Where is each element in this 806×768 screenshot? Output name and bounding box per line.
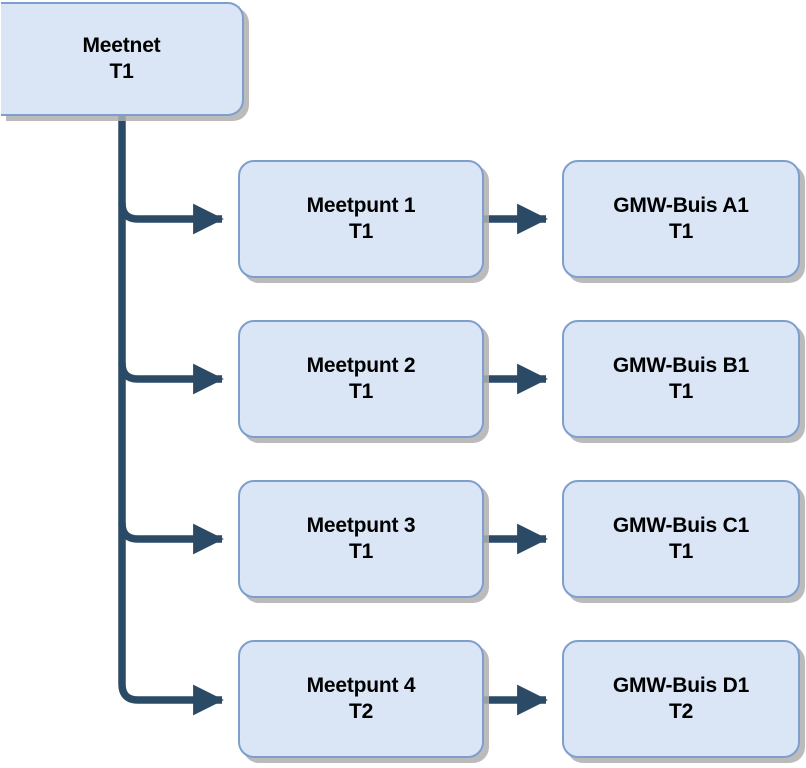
node-meetpunt-2-code: T1 — [348, 380, 374, 403]
node-meetnet[interactable]: Meetnet T1 — [1, 2, 244, 116]
node-meetpunt-1-title: Meetpunt 1 — [306, 194, 416, 218]
node-gmw-buis-a1[interactable]: GMW-Buis A1 T1 — [562, 160, 800, 278]
node-gmw-buis-a1-title: GMW-Buis A1 — [613, 194, 749, 218]
node-meetpunt-4-code: T2 — [348, 700, 374, 723]
node-meetpunt-2[interactable]: Meetpunt 2 T1 — [238, 320, 484, 438]
node-meetnet-code: T1 — [109, 60, 134, 83]
node-gmw-buis-b1-code: T1 — [668, 380, 694, 403]
branch-arrow-meetpunt-2 — [118, 362, 224, 395]
node-gmw-buis-b1-title: GMW-Buis B1 — [612, 354, 750, 378]
node-meetpunt-3[interactable]: Meetpunt 3 T1 — [238, 480, 484, 598]
node-gmw-buis-d1-code: T2 — [668, 700, 694, 723]
node-meetpunt-3-code: T1 — [348, 540, 374, 563]
node-meetpunt-3-title: Meetpunt 3 — [306, 514, 416, 538]
node-meetpunt-1-code: T1 — [348, 220, 374, 243]
branch-arrow-meetpunt-1 — [118, 202, 224, 235]
node-gmw-buis-d1[interactable]: GMW-Buis D1 T2 — [562, 640, 800, 758]
node-gmw-buis-b1[interactable]: GMW-Buis B1 T1 — [562, 320, 800, 438]
node-gmw-buis-a1-code: T1 — [668, 220, 694, 243]
branch-arrow-meetpunt-3 — [118, 522, 224, 555]
node-gmw-buis-d1-title: GMW-Buis D1 — [612, 674, 750, 698]
node-meetnet-title: Meetnet — [82, 34, 161, 58]
node-meetpunt-1[interactable]: Meetpunt 1 T1 — [238, 160, 484, 278]
node-meetpunt-4[interactable]: Meetpunt 4 T2 — [238, 640, 484, 758]
trunk-line — [118, 113, 224, 716]
node-gmw-buis-c1-code: T1 — [668, 540, 694, 563]
node-meetpunt-2-title: Meetpunt 2 — [306, 354, 416, 378]
node-gmw-buis-c1[interactable]: GMW-Buis C1 T1 — [562, 480, 800, 598]
node-gmw-buis-c1-title: GMW-Buis C1 — [612, 514, 750, 538]
node-meetpunt-4-title: Meetpunt 4 — [306, 674, 416, 698]
